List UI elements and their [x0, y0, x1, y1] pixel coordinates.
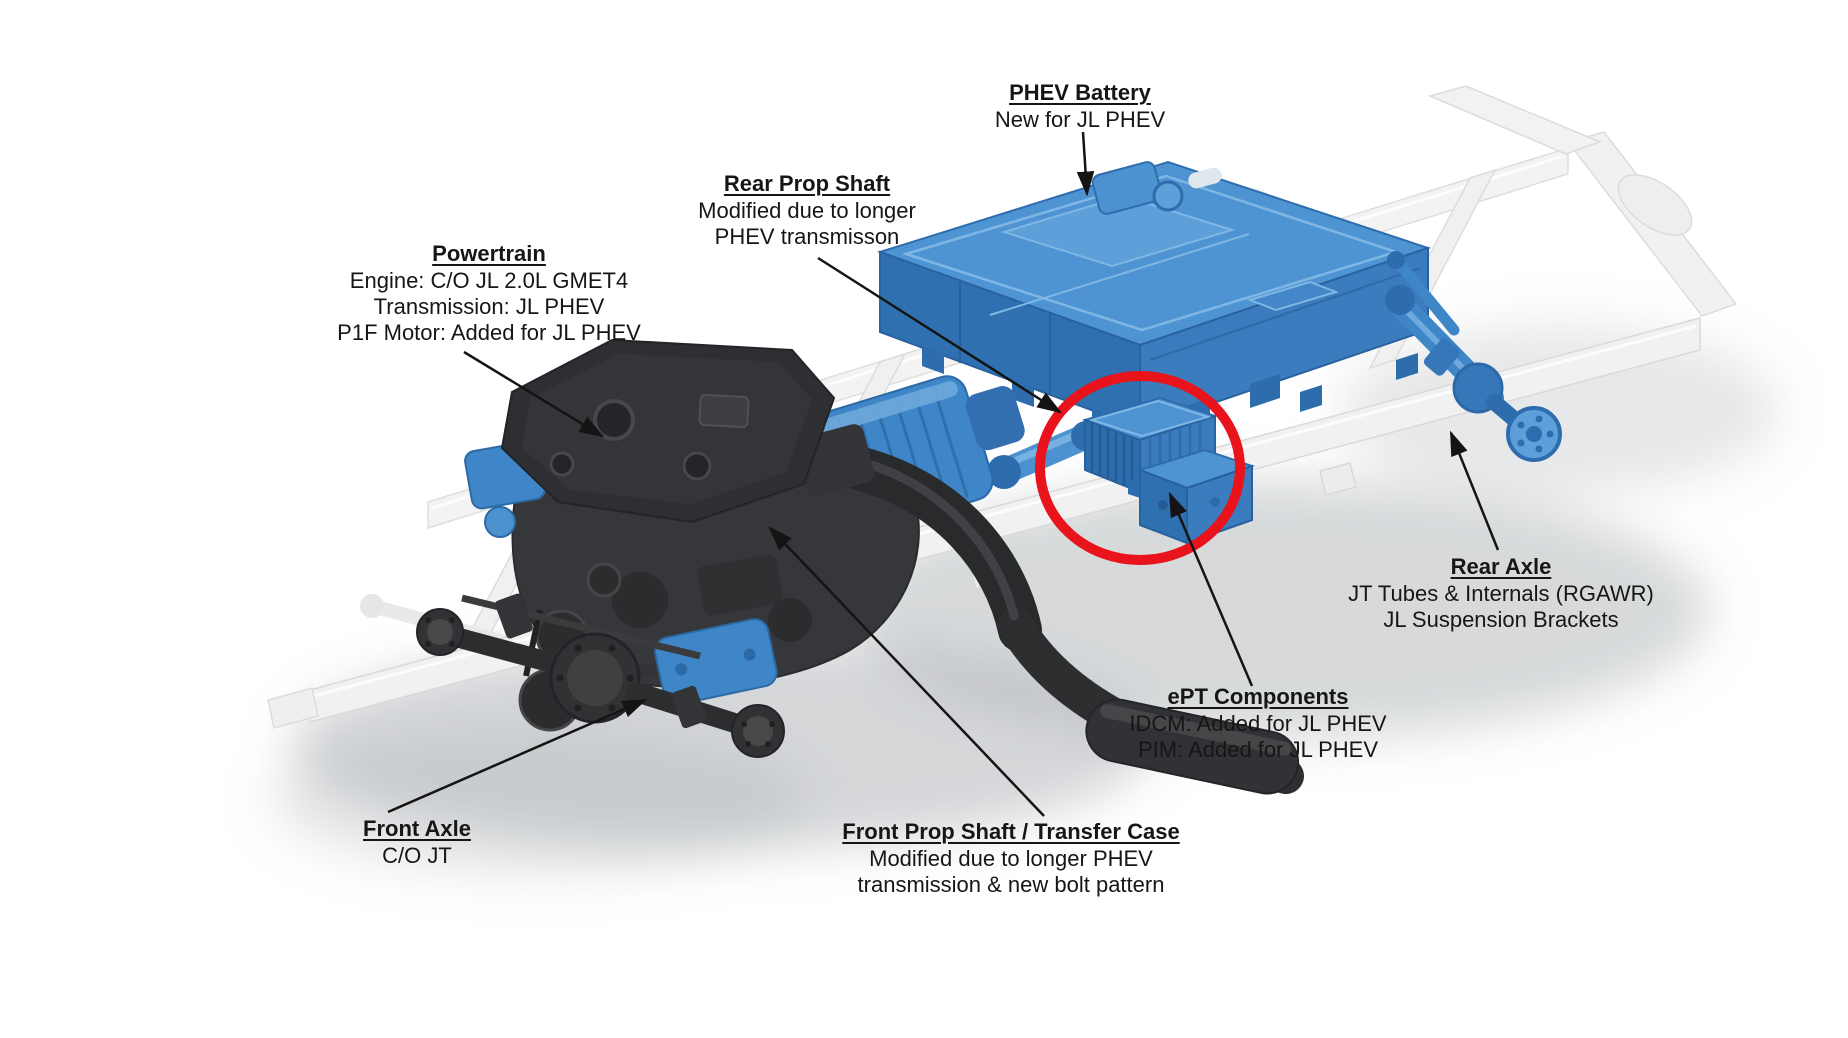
callout-rear-axle-line-1: JT Tubes & Internals (RGAWR)	[1348, 581, 1654, 606]
callout-front-prop-shaft: Front Prop Shaft / Transfer Case Modifie…	[842, 819, 1179, 898]
red-highlight-circle	[1035, 371, 1245, 565]
callout-powertrain-line-1: Engine: C/O JL 2.0L GMET4	[349, 268, 629, 293]
engine-part	[464, 338, 1304, 795]
callout-powertrain-line-3: P1F Motor: Added for JL PHEV	[337, 320, 641, 345]
callout-front-axle-line-1: C/O JT	[382, 843, 452, 868]
arrow-phev-battery	[1076, 131, 1095, 197]
arrow-front-prop-shaft	[768, 526, 1045, 817]
callout-front-prop-shaft-line-2: transmission & new bolt pattern	[857, 872, 1165, 897]
callout-ept-components-line-1: IDCM: Added for JL PHEV	[1129, 711, 1387, 736]
callout-powertrain-title: Powertrain	[432, 241, 546, 266]
exhaust-pipe	[1085, 698, 1300, 795]
engine-cover	[500, 338, 836, 524]
callout-rear-prop-shaft-line-1: Modified due to longer	[698, 198, 916, 223]
front-axle-part	[416, 593, 785, 758]
ept-components-part	[1081, 396, 1256, 545]
callout-phev-battery-line-1: New for JL PHEV	[994, 107, 1166, 132]
callout-ept-components-line-2: PIM: Added for JL PHEV	[1137, 737, 1379, 762]
callout-rear-prop-shaft-title: Rear Prop Shaft	[723, 171, 891, 196]
arrow-powertrain	[463, 350, 605, 438]
callout-rear-axle-line-2: JL Suspension Brackets	[1383, 607, 1619, 632]
callout-rear-axle-title: Rear Axle	[1450, 554, 1552, 579]
p1f-motor	[654, 618, 778, 706]
arrow-rear-axle	[1449, 430, 1500, 551]
arrow-rear-prop-shaft	[817, 256, 1063, 414]
callout-front-axle-title: Front Axle	[363, 816, 471, 841]
callout-front-prop-shaft-title: Front Prop Shaft / Transfer Case	[842, 819, 1180, 844]
callout-rear-axle: Rear Axle JT Tubes & Internals (RGAWR) J…	[1348, 554, 1654, 633]
rear-axle-part	[1385, 251, 1562, 462]
callout-rear-prop-shaft-line-2: PHEV transmisson	[714, 224, 900, 249]
callout-front-prop-shaft-line-1: Modified due to longer PHEV	[869, 846, 1153, 871]
callout-ept-components: ePT Components IDCM: Added for JL PHEV P…	[1129, 684, 1386, 763]
callout-front-axle: Front Axle C/O JT	[363, 816, 471, 869]
callout-phev-battery: PHEV Battery New for JL PHEV	[995, 80, 1165, 133]
callout-phev-battery-title: PHEV Battery	[1009, 80, 1151, 105]
arrow-front-axle	[387, 698, 648, 814]
callout-rear-prop-shaft: Rear Prop Shaft Modified due to longer P…	[698, 171, 916, 250]
callout-powertrain-line-2: Transmission: JL PHEV	[373, 294, 605, 319]
arrow-ept-components	[1168, 491, 1254, 687]
callout-ept-components-title: ePT Components	[1167, 684, 1349, 709]
callout-powertrain: Powertrain Engine: C/O JL 2.0L GMET4 Tra…	[337, 241, 641, 346]
callout-arrows	[387, 131, 1500, 817]
